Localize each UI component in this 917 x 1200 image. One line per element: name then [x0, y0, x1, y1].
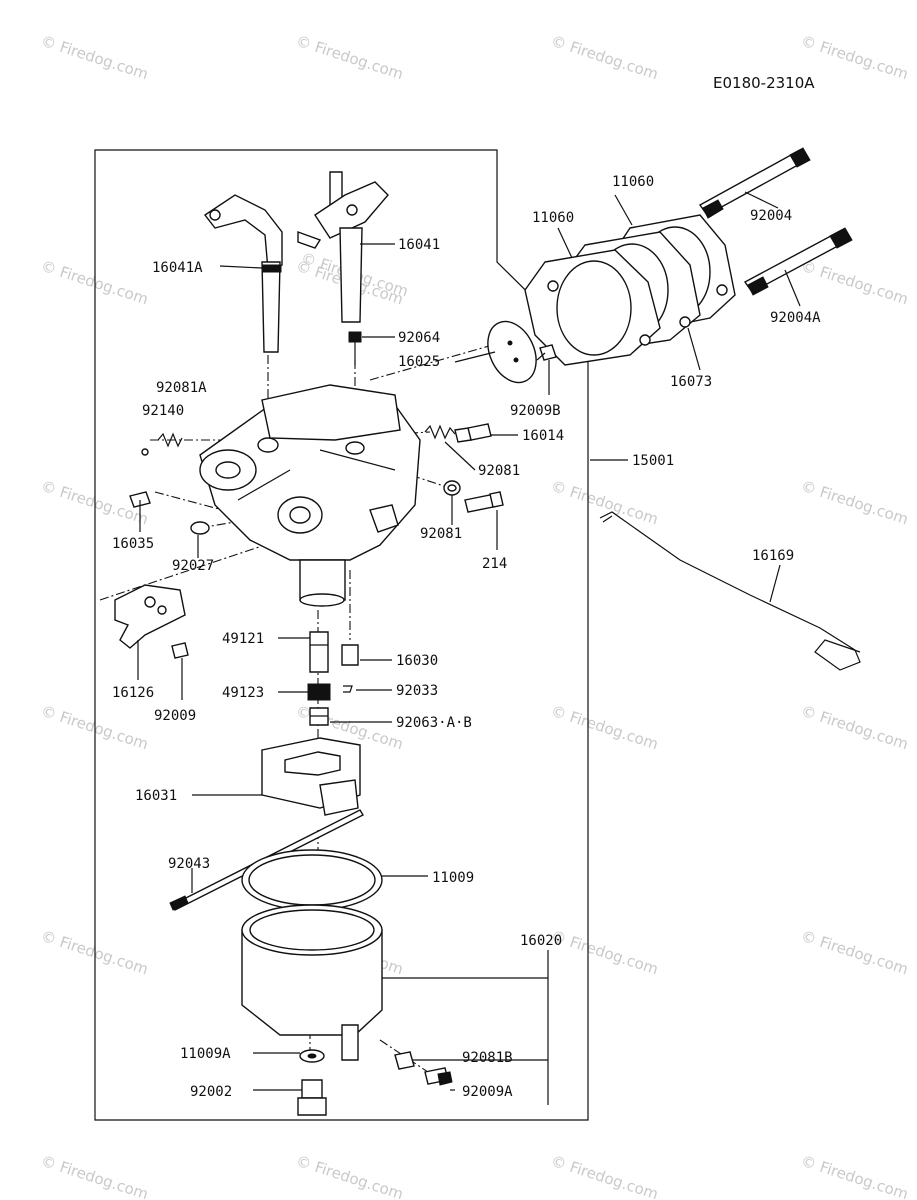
screw-214	[464, 491, 504, 513]
label-16025: 16025	[398, 354, 440, 370]
spring-92081A	[141, 432, 183, 456]
watermark: © Firedog.com	[799, 32, 911, 84]
label-16014: 16014	[522, 428, 564, 444]
throttle-shaft-16041	[297, 171, 389, 323]
label-92081-lower: 92081	[420, 526, 462, 542]
diagram-code: E0180-2310A	[713, 74, 815, 92]
label-92033: 92033	[396, 683, 438, 699]
screw-16035	[129, 491, 151, 508]
label-16030: 16030	[396, 653, 438, 669]
screw-92009	[171, 642, 189, 659]
drain-bolt-92002	[297, 1079, 327, 1116]
label-92002: 92002	[190, 1084, 232, 1100]
screw-92009A	[424, 1067, 453, 1086]
emulsion-tube-49121	[309, 631, 329, 673]
throttle-plate-16025	[487, 320, 537, 384]
jet-16030	[341, 644, 359, 666]
label-92140: 92140	[142, 403, 184, 419]
watermark: © Firedog.com	[549, 702, 661, 754]
label-16031: 16031	[135, 788, 177, 804]
watermark: © Firedog.com	[39, 1152, 151, 1200]
watermark: © Firedog.com	[294, 32, 406, 84]
label-92027: 92027	[172, 558, 214, 574]
label-11009: 11009	[432, 870, 474, 886]
label-92063: 92063·A·B	[396, 715, 472, 731]
watermark: © Firedog.com	[799, 477, 911, 529]
label-92081B: 92081B	[462, 1050, 513, 1066]
label-11060-a: 11060	[612, 174, 654, 190]
jet-92063	[309, 707, 329, 726]
label-11009A: 11009A	[180, 1046, 231, 1062]
label-16041: 16041	[398, 237, 440, 253]
watermark: © Firedog.com	[549, 927, 661, 979]
screw-92064	[348, 331, 362, 365]
label-92043: 92043	[168, 856, 210, 872]
holder-49123	[307, 683, 331, 701]
watermark: © Firedog.com	[294, 1152, 406, 1200]
label-16169: 16169	[752, 548, 794, 564]
label-92009B: 92009B	[510, 403, 561, 419]
label-16020: 16020	[520, 933, 562, 949]
label-92009: 92009	[154, 708, 196, 724]
watermark: © Firedog.com	[549, 32, 661, 84]
gasket-11009	[241, 849, 383, 911]
plate-16126	[114, 584, 186, 649]
label-16073: 16073	[670, 374, 712, 390]
spring-92081B	[394, 1051, 415, 1070]
label-49123: 49123	[222, 685, 264, 701]
spring-92081	[443, 480, 461, 496]
label-16041A: 16041A	[152, 260, 203, 276]
stud-92004A	[743, 227, 853, 296]
watermark: © Firedog.com	[549, 1152, 661, 1200]
pilot-screw-16014	[424, 423, 492, 443]
label-16126: 16126	[112, 685, 154, 701]
label-15001: 15001	[632, 453, 674, 469]
watermark: © Firedog.com	[799, 1152, 911, 1200]
label-92004A: 92004A	[770, 310, 821, 326]
label-214: 214	[482, 556, 507, 572]
watermark: © Firedog.com	[799, 257, 911, 309]
choke-lever-16041A	[203, 194, 283, 353]
intake-gasket-stack	[524, 214, 736, 366]
stud-92004	[698, 147, 811, 219]
float-chamber-16020	[241, 904, 383, 1061]
part-labels: 16041A 16041 92064 16025 92009B 92081A 9…	[112, 174, 821, 1100]
label-92064: 92064	[398, 330, 440, 346]
label-92081-upper: 92081	[478, 463, 520, 479]
washer-11009A	[299, 1049, 325, 1063]
label-11060-b: 11060	[532, 210, 574, 226]
label-92004: 92004	[750, 208, 792, 224]
label-92009A: 92009A	[462, 1084, 513, 1100]
control-rod-16169	[599, 511, 861, 671]
watermark: © Firedog.com	[799, 927, 911, 979]
label-16035: 16035	[112, 536, 154, 552]
carburetor-body	[199, 384, 421, 607]
collar-92027	[190, 521, 210, 535]
watermark: © Firedog.com	[799, 702, 911, 754]
watermark: © Firedog.com	[39, 32, 151, 84]
screw-92009B	[536, 344, 557, 361]
label-49121: 49121	[222, 631, 264, 647]
label-92081A: 92081A	[156, 380, 207, 396]
leader-lines	[137, 191, 801, 1105]
float-16031	[261, 737, 361, 816]
clip-92033	[343, 685, 353, 693]
